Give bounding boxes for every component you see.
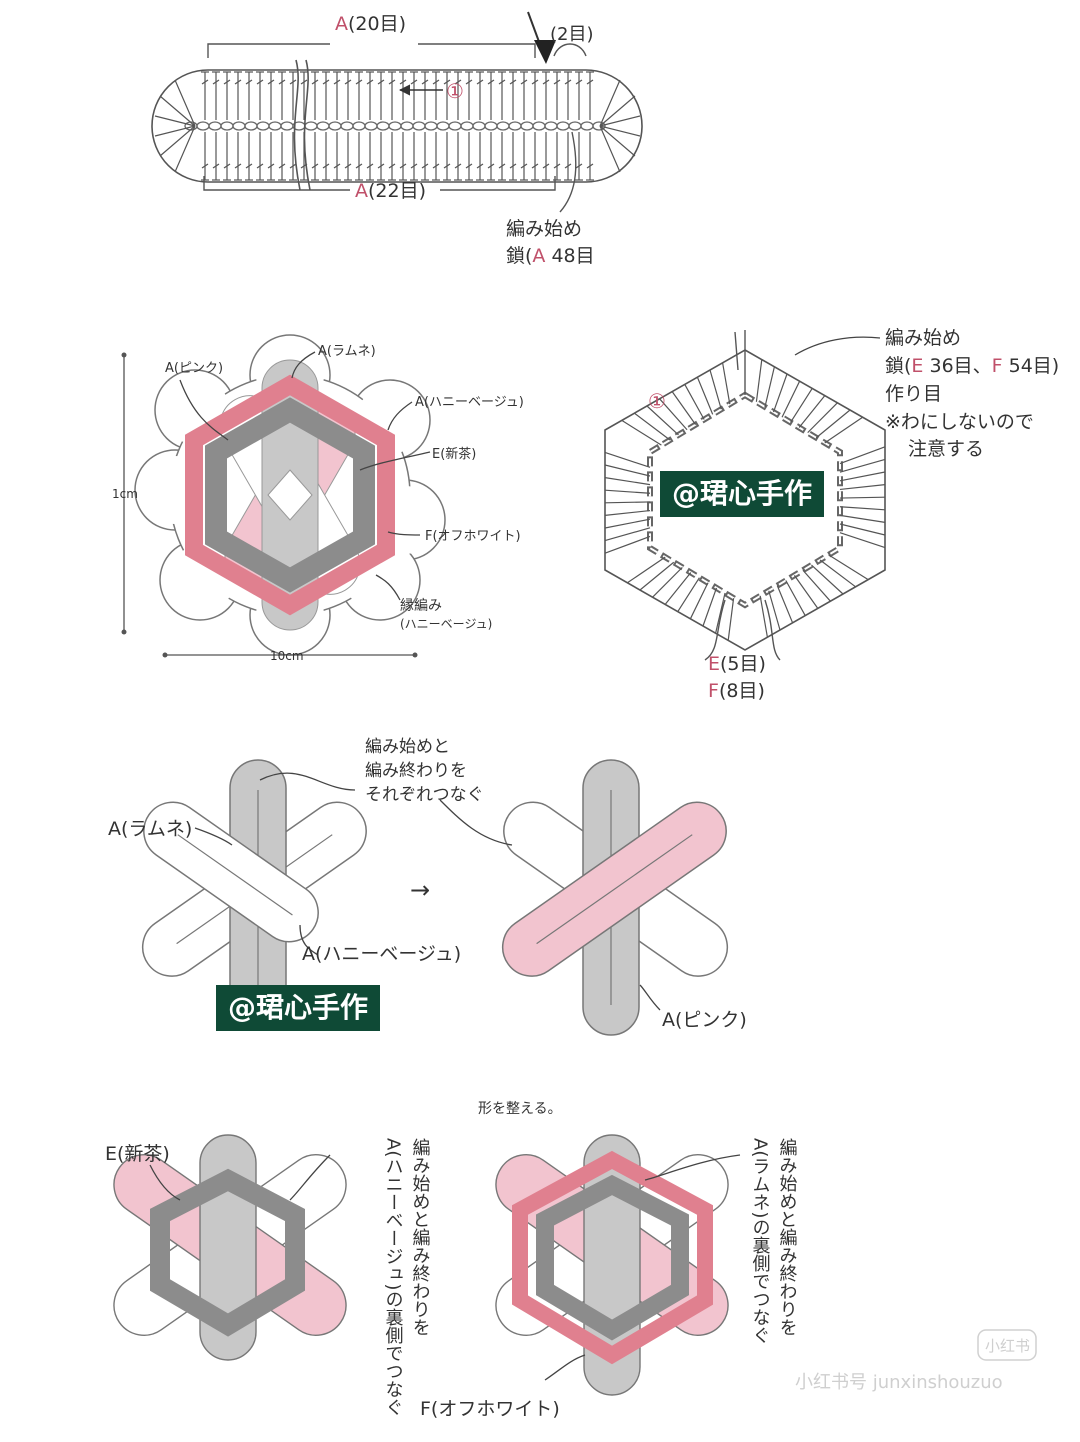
hex-start-label: 編み始め [885, 327, 961, 349]
step-arrow: → [410, 876, 430, 904]
top-count-label: A(20目) [335, 13, 406, 35]
vnote-right-a: A(ラムネ)の裏側でつなぐ [750, 1138, 771, 1344]
watermark-badge-2: @珺心手作 [216, 985, 381, 1031]
shape-label-f: F(オフホワイト) [420, 1398, 560, 1420]
step1-label-ramune: A(ラムネ) [108, 818, 192, 840]
shape-label-e: E(新茶) [105, 1143, 170, 1165]
label-f: F(オフホワイト) [425, 529, 521, 544]
corner-watermark: 小红书号 junxinshouzuo [795, 1372, 1003, 1393]
join-note-1: 編み始めと [365, 737, 450, 757]
corner-logo: 小红书 [985, 1337, 1030, 1355]
corner-logo-frame [977, 1329, 1037, 1361]
oval-crochet-chart [151, 11, 643, 213]
hex-f-count: F(8目) [708, 680, 765, 702]
vnote-left-b: 編み始めと編み終わりを [410, 1138, 431, 1336]
hex-note-1: ※わにしないので [885, 411, 1034, 433]
hex-row-number: ① [648, 389, 666, 413]
row-number: ① [446, 79, 464, 103]
hex-foundation-label: 作り目 [885, 383, 942, 405]
watermark-badge-1: @珺心手作 [660, 471, 825, 517]
start-chain-label: 編み始め [506, 218, 582, 240]
hex-note-2: 注意する [908, 438, 984, 460]
hex-start-count: 鎖(E 36目、F 54目) [885, 355, 1059, 377]
step2-label-pink: A(ピンク) [662, 1009, 747, 1031]
hex-e-count: E(5目) [708, 653, 766, 675]
join-note-3: それぞれつなぐ [365, 785, 484, 805]
shaping-step-f [495, 1134, 741, 1396]
start-chain-count: 鎖(A 48目 [506, 245, 595, 267]
label-ramune: A(ラムネ) [318, 344, 376, 359]
label-pink: A(ピンク) [165, 361, 223, 376]
label-honey: A(ハニーベージュ) [415, 395, 524, 410]
shape-caption: 形を整える。 [478, 1101, 562, 1117]
label-edge: 縁編み [400, 598, 442, 614]
vnote-right-b: 編み始めと編み終わりを [777, 1138, 798, 1336]
dimension-height: 1cm [112, 487, 138, 501]
shaping-step-e [113, 1134, 347, 1361]
finished-motif-illustration [121, 334, 446, 658]
side-count-label: (2目) [550, 24, 594, 45]
label-edge-color: (ハニーベージュ) [400, 617, 492, 631]
join-note-2: 編み終わりを [365, 761, 467, 781]
dimension-width: 10cm [270, 649, 304, 663]
assembly-step-2 [439, 759, 729, 1036]
bottom-count-label: A(22目) [355, 180, 426, 202]
vnote-left-a: A(ハニーベージュ)の裏側でつなぐ [383, 1138, 404, 1416]
label-e: E(新茶) [432, 446, 476, 462]
hexagon-crochet-chart [604, 330, 886, 661]
assembly-step-1 [141, 759, 367, 1031]
step1-label-honey: A(ハニーベージュ) [302, 943, 461, 965]
